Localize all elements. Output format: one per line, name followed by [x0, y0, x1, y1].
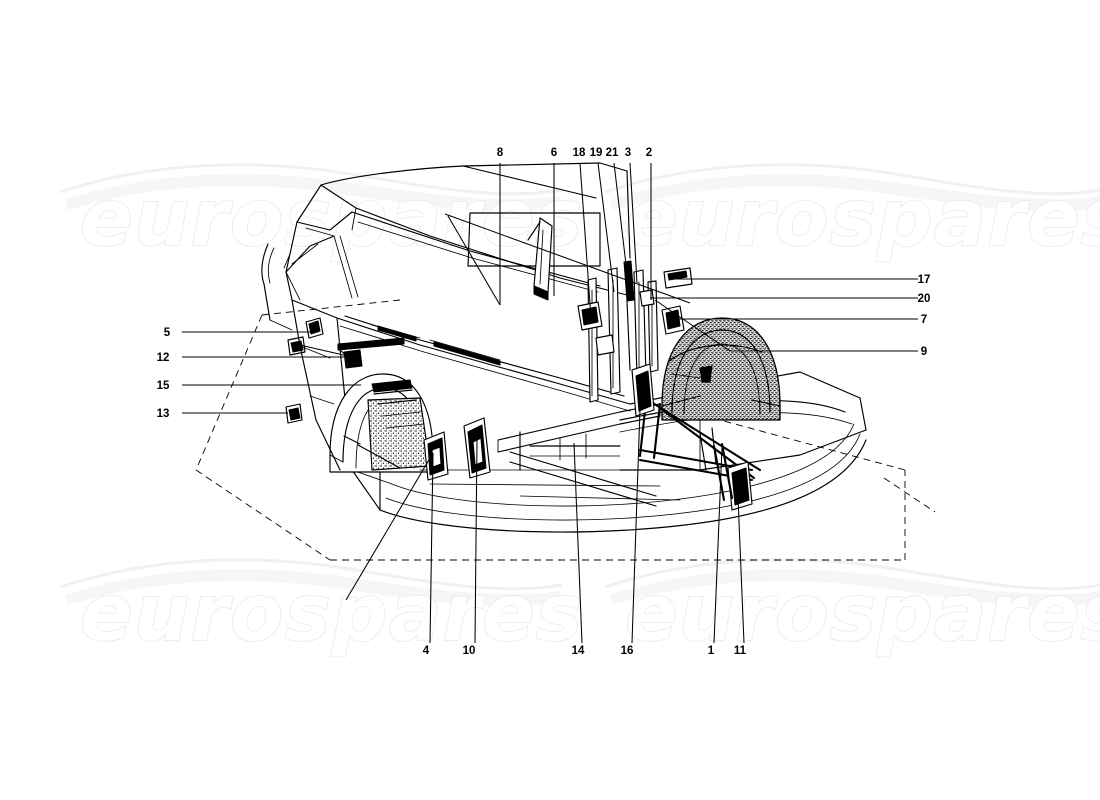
- watermark-text: eurospares: [625, 569, 1100, 659]
- callout-number-18[interactable]: 18: [573, 147, 586, 159]
- callout-number-21[interactable]: 21: [606, 147, 619, 159]
- bracket-parts-group: [285, 267, 753, 511]
- swoosh-shape: [610, 174, 1100, 212]
- leader-sill-left: [299, 344, 353, 358]
- callout-number-17[interactable]: 17: [918, 274, 931, 286]
- callout-number-12[interactable]: 12: [157, 352, 170, 364]
- swoosh-line: [59, 558, 563, 591]
- callout-number-14[interactable]: 14: [572, 645, 585, 657]
- callout-leader-lines: [182, 162, 918, 644]
- callout-number-10[interactable]: 10: [463, 645, 476, 657]
- callout-number-1[interactable]: 1: [708, 645, 715, 657]
- leader-label8-diagonal: [444, 213, 691, 304]
- callout-number-15[interactable]: 15: [157, 380, 170, 392]
- callout-number-2[interactable]: 2: [646, 147, 652, 159]
- callout-number-8[interactable]: 8: [497, 147, 504, 159]
- callout-leader-11: [736, 472, 745, 644]
- watermark-group-top-left: eurospares: [59, 163, 583, 265]
- callout-leader-3: [629, 162, 638, 284]
- swoosh-shape: [610, 569, 1100, 607]
- callout-leader-21: [613, 162, 628, 274]
- watermark-group-top-right: eurospares: [604, 163, 1100, 265]
- watermark-text: eurospares: [80, 174, 583, 264]
- callout-leader-16: [631, 379, 642, 644]
- callout-leader-10: [474, 439, 478, 644]
- swoosh-line: [604, 163, 1100, 196]
- callout-number-5[interactable]: 5: [164, 327, 171, 339]
- watermark-group-bottom-right: eurospares: [604, 558, 1100, 660]
- callout-number-16[interactable]: 16: [621, 645, 634, 657]
- callout-number-7[interactable]: 7: [921, 314, 927, 326]
- ground-reference-plane: [195, 299, 936, 561]
- callout-leader-1: [713, 446, 723, 644]
- front-wing-and-lower-body: [263, 283, 341, 471]
- watermark-group-bottom-left: eurospares: [59, 558, 583, 660]
- callout-number-11[interactable]: 11: [734, 645, 747, 657]
- roof-and-greenhouse: [261, 162, 631, 319]
- callout-number-3[interactable]: 3: [625, 147, 631, 159]
- leader-9-diagonal: [654, 299, 731, 352]
- right-rear-wheel-arch: [661, 317, 781, 421]
- callout-number-20[interactable]: 20: [918, 293, 931, 305]
- swoosh-shape: [65, 174, 560, 212]
- leader-4-diagonal: [345, 452, 434, 601]
- swoosh-shape: [65, 569, 560, 607]
- callout-number-6[interactable]: 6: [551, 147, 557, 159]
- callout-leader-18: [579, 162, 592, 319]
- callout-number-4[interactable]: 4: [423, 645, 430, 657]
- callout-number-19[interactable]: 19: [590, 147, 603, 159]
- leader-to-roof-rail: [447, 215, 501, 306]
- callout-number-13[interactable]: 13: [157, 408, 170, 420]
- watermark-text: eurospares: [80, 569, 583, 659]
- callout-number-9[interactable]: 9: [921, 346, 927, 358]
- watermark-text: eurospares: [625, 174, 1100, 264]
- callout-leader-19: [597, 162, 615, 293]
- left-rear-wheel-arch: [329, 373, 434, 473]
- callout-leader-14: [573, 442, 583, 644]
- swoosh-line: [604, 558, 1100, 591]
- callout-leader-4: [429, 452, 434, 644]
